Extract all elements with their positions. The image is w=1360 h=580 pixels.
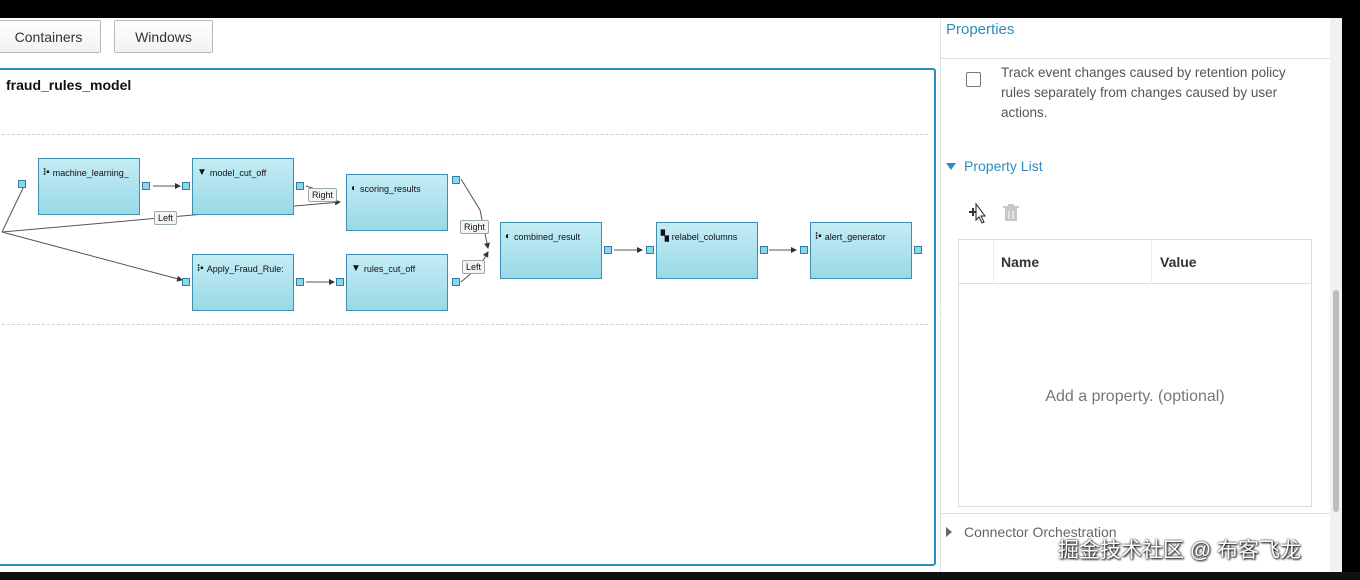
join-icon: ◐ — [505, 231, 512, 242]
port-in[interactable] — [182, 182, 190, 190]
compute-icon: ▚ — [661, 231, 669, 242]
bottom-black-edge — [0, 572, 1360, 580]
node-label: scoring_results — [360, 183, 421, 194]
right-black-edge — [1342, 0, 1360, 580]
connector-orchestration-title: Connector Orchestration — [964, 524, 1117, 540]
watermark: 掘金技术社区 @ 布客飞龙 — [1058, 539, 1301, 562]
port-out[interactable] — [452, 278, 460, 286]
canvas-separator-top — [2, 134, 928, 135]
node-label: Apply_Fraud_Rule: — [206, 263, 284, 274]
node-combined-result[interactable]: ◐combined_result — [500, 222, 602, 279]
node-apply-fraud-rules[interactable]: ⁝▪Apply_Fraud_Rule: — [192, 254, 294, 311]
port-out[interactable] — [296, 278, 304, 286]
node-label: combined_result — [514, 231, 581, 242]
property-list-title: Property List — [964, 158, 1043, 174]
port-out[interactable] — [760, 246, 768, 254]
edge-label-left: Left — [154, 211, 178, 225]
model-title: fraud_rules_model — [6, 77, 132, 93]
node-machine-learning[interactable]: ⁝▪machine_learning_ — [38, 158, 140, 215]
node-scoring-results[interactable]: ◐scoring_results — [346, 174, 448, 231]
node-relabel-columns[interactable]: ▚relabel_columns — [656, 222, 758, 279]
column-header-value[interactable]: Value — [1160, 254, 1197, 270]
node-label: rules_cut_off — [363, 263, 416, 274]
edge-label-left: Left — [462, 260, 486, 274]
calculate-icon: ⁝▪ — [815, 231, 822, 242]
edge-label-right: Right — [308, 188, 338, 202]
edge-in-rules — [1, 231, 183, 282]
port-in[interactable] — [646, 246, 654, 254]
property-list-header[interactable]: Property List — [946, 158, 1043, 174]
divider — [941, 58, 1332, 59]
port-out[interactable] — [914, 246, 922, 254]
port-out[interactable] — [296, 182, 304, 190]
add-property-icon[interactable] — [967, 202, 989, 224]
properties-title: Properties — [946, 21, 1015, 38]
empty-table-message: Add a property. (optional) — [1045, 388, 1225, 405]
port-out[interactable] — [452, 176, 460, 184]
windows-button[interactable]: Windows — [114, 20, 213, 53]
app-window: Containers Windows fraud_rules_model — [0, 18, 1342, 574]
node-label: relabel_columns — [671, 231, 738, 242]
top-black-bar — [0, 0, 1360, 18]
delete-property-icon[interactable] — [1003, 204, 1019, 222]
expand-triangle-icon — [946, 162, 956, 170]
edge-scoring-combined — [460, 178, 490, 249]
edge-in-ml — [1, 185, 25, 233]
column-separator — [1151, 240, 1152, 284]
node-label: alert_generator — [824, 231, 886, 242]
node-model-cut-off[interactable]: ▼model_cut_off — [192, 158, 294, 215]
column-header-name[interactable]: Name — [1001, 254, 1040, 270]
property-table: Name Value Add a property. (optional) — [958, 239, 1312, 507]
connector-orchestration-header[interactable]: Connector Orchestration — [946, 524, 1117, 540]
edges-layer — [1, 178, 797, 285]
filter-icon: ▼ — [351, 263, 361, 274]
node-rules-cut-off[interactable]: ▼rules_cut_off — [346, 254, 448, 311]
track-changes-label: Track event changes caused by retention … — [1001, 65, 1286, 120]
model-canvas[interactable]: fraud_rules_model — [0, 68, 936, 566]
property-table-header: Name Value — [959, 240, 1311, 284]
join-icon: ◐ — [351, 183, 358, 194]
track-changes-checkbox[interactable] — [966, 72, 981, 87]
column-separator — [993, 240, 994, 284]
port-in[interactable] — [182, 278, 190, 286]
scrollbar-thumb[interactable] — [1333, 290, 1339, 512]
properties-panel: Properties Track event changes caused by… — [940, 18, 1342, 574]
port-in[interactable] — [18, 180, 26, 188]
calculate-icon: ⁝▪ — [43, 167, 50, 178]
port-out[interactable] — [604, 246, 612, 254]
windows-button-label: Windows — [135, 28, 192, 45]
port-in[interactable] — [336, 278, 344, 286]
port-in[interactable] — [800, 246, 808, 254]
node-alert-generator[interactable]: ⁝▪alert_generator — [810, 222, 912, 279]
canvas-separator-bottom — [2, 324, 928, 325]
node-label: model_cut_off — [209, 167, 267, 178]
port-out[interactable] — [142, 182, 150, 190]
divider — [941, 513, 1332, 514]
containers-button[interactable]: Containers — [0, 20, 101, 53]
node-label: machine_learning_ — [52, 167, 129, 178]
filter-icon: ▼ — [197, 167, 207, 178]
containers-button-label: Containers — [14, 28, 83, 45]
collapse-triangle-icon — [946, 527, 952, 537]
calculate-icon: ⁝▪ — [197, 263, 204, 274]
edge-label-right: Right — [460, 220, 490, 234]
